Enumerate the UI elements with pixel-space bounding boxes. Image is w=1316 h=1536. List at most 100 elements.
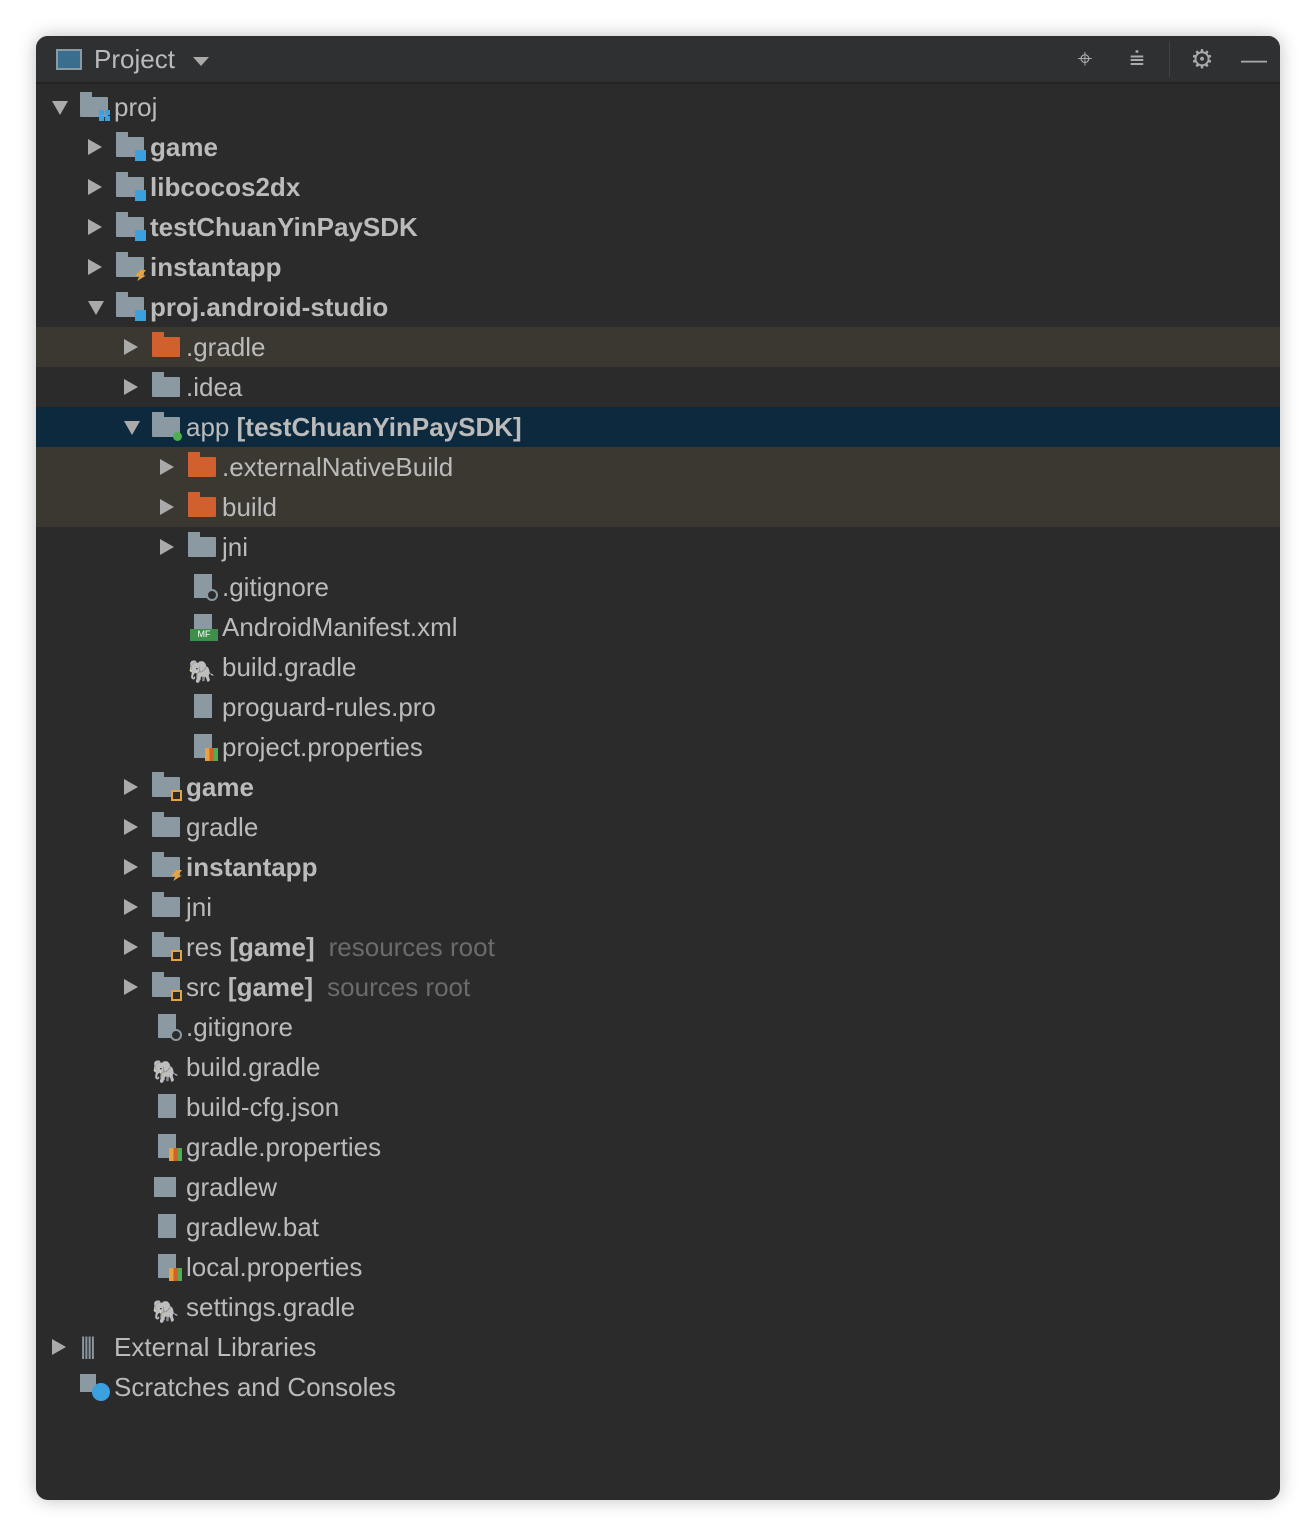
collapse-all-icon[interactable]: ⩧ — [1129, 43, 1145, 73]
module-icon — [116, 292, 146, 321]
tree-item[interactable]: 🐘build.gradle — [36, 1047, 1280, 1087]
chevron-down-icon[interactable] — [192, 56, 209, 66]
tree-item[interactable]: src [game]sources root — [36, 967, 1280, 1007]
tree-item[interactable]: jni — [36, 887, 1280, 927]
tree-item-label: proj.android-studio — [150, 291, 389, 322]
tree-item[interactable]: libcocos2dx — [36, 167, 1280, 207]
tree-item-label: proj — [114, 91, 158, 122]
tree-item-label: gradlew — [186, 1171, 278, 1202]
folder-icon — [152, 892, 182, 921]
tree-item[interactable]: gradlew.bat — [36, 1207, 1280, 1247]
app-icon — [152, 412, 182, 441]
shell-icon — [152, 1173, 182, 1201]
gradle-icon: 🐘 — [152, 1299, 180, 1324]
collapsed-arrow-icon[interactable] — [124, 339, 138, 355]
tree-item[interactable]: .gitignore — [36, 567, 1280, 607]
properties-icon — [152, 1253, 182, 1281]
tree-item[interactable]: gradle — [36, 807, 1280, 847]
tree-item-label: local.properties — [186, 1251, 363, 1282]
tree-item-label: gradlew.bat — [186, 1211, 319, 1242]
tree-item[interactable]: jni — [36, 527, 1280, 567]
expanded-arrow-icon[interactable] — [88, 301, 104, 315]
collapsed-arrow-icon[interactable] — [88, 139, 102, 155]
tree-item[interactable]: .gradle — [36, 327, 1280, 367]
folder-icon — [152, 372, 182, 401]
gitignore-icon — [152, 1013, 182, 1041]
module-name: [game] — [227, 971, 314, 1002]
tree-item[interactable]: |||| External Libraries — [36, 1327, 1280, 1367]
tree-item-label: External Libraries — [114, 1331, 317, 1362]
libraries-icon: |||| — [80, 1333, 96, 1360]
project-icon — [80, 92, 110, 121]
tree-item[interactable]: gradlew — [36, 1167, 1280, 1207]
view-selector[interactable]: Project — [94, 43, 175, 74]
tree-item[interactable]: res [game]resources root — [36, 927, 1280, 967]
properties-icon — [188, 733, 218, 761]
tree-item-label: game — [186, 771, 254, 802]
collapsed-arrow-icon[interactable] — [160, 459, 174, 475]
excluded-icon — [188, 492, 218, 521]
collapsed-arrow-icon[interactable] — [124, 819, 138, 835]
module-icon — [116, 172, 146, 201]
collapsed-arrow-icon[interactable] — [160, 499, 174, 515]
tree-item-label: game — [150, 131, 218, 162]
instant-icon — [116, 252, 146, 281]
tree-item[interactable]: app [testChuanYinPaySDK] — [36, 407, 1280, 447]
tree-item-label: src — [186, 971, 221, 1002]
folder-icon — [152, 812, 182, 841]
collapsed-arrow-icon[interactable] — [88, 179, 102, 195]
tree-item[interactable]: proj.android-studio — [36, 287, 1280, 327]
collapsed-arrow-icon[interactable] — [88, 219, 102, 235]
collapsed-arrow-icon[interactable] — [124, 859, 138, 875]
tree-item[interactable]: proguard-rules.pro — [36, 687, 1280, 727]
tree-item[interactable]: testChuanYinPaySDK — [36, 207, 1280, 247]
collapsed-arrow-icon[interactable] — [124, 979, 138, 995]
module-orange-icon — [152, 772, 182, 801]
tree-item-label: build-cfg.json — [186, 1091, 340, 1122]
tree-item[interactable]: Scratches and Consoles — [36, 1367, 1280, 1407]
module-icon — [116, 132, 146, 161]
tree-item[interactable]: project.properties — [36, 727, 1280, 767]
gear-icon[interactable]: ⚙ — [1190, 43, 1214, 74]
tree-item-label: gradle.properties — [186, 1131, 382, 1162]
collapsed-arrow-icon[interactable] — [124, 379, 138, 395]
tree-item[interactable]: game — [36, 767, 1280, 807]
collapsed-arrow-icon[interactable] — [124, 939, 138, 955]
tree-item[interactable]: build-cfg.json — [36, 1087, 1280, 1127]
tree-item-label: jni — [222, 531, 249, 562]
module-orange-icon — [152, 932, 182, 961]
collapsed-arrow-icon[interactable] — [160, 539, 174, 555]
tree-item[interactable]: gradle.properties — [36, 1127, 1280, 1167]
tree-item[interactable]: 🐘settings.gradle — [36, 1287, 1280, 1327]
gradle-icon: 🐘 — [152, 1059, 180, 1084]
tree-item-label: app — [186, 411, 230, 442]
tree-item[interactable]: 🐘build.gradle — [36, 647, 1280, 687]
expanded-arrow-icon[interactable] — [52, 101, 68, 115]
tree-item[interactable]: game — [36, 127, 1280, 167]
module-name: [testChuanYinPaySDK] — [236, 411, 522, 442]
expanded-arrow-icon[interactable] — [124, 421, 140, 435]
tree-item-label: instantapp — [186, 851, 318, 882]
minimize-icon[interactable]: — — [1241, 43, 1267, 74]
collapsed-arrow-icon[interactable] — [52, 1339, 66, 1355]
tree-item[interactable]: instantapp — [36, 847, 1280, 887]
tree-item[interactable]: .idea — [36, 367, 1280, 407]
gradle-icon: 🐘 — [188, 659, 216, 684]
collapsed-arrow-icon[interactable] — [124, 899, 138, 915]
tree-item[interactable]: .gitignore — [36, 1007, 1280, 1047]
tree-item[interactable]: proj — [36, 87, 1280, 127]
locate-icon[interactable]: ⌖ — [1077, 43, 1093, 73]
tree-item[interactable]: .externalNativeBuild — [36, 447, 1280, 487]
tree-item[interactable]: local.properties — [36, 1247, 1280, 1287]
collapsed-arrow-icon[interactable] — [88, 259, 102, 275]
tree-item[interactable]: instantapp — [36, 247, 1280, 287]
tree-item-label: settings.gradle — [186, 1291, 356, 1322]
properties-icon — [152, 1133, 182, 1161]
collapsed-arrow-icon[interactable] — [124, 779, 138, 795]
tree-item-label: .gradle — [186, 331, 266, 362]
tree-item[interactable]: build — [36, 487, 1280, 527]
json-icon — [152, 1093, 182, 1121]
